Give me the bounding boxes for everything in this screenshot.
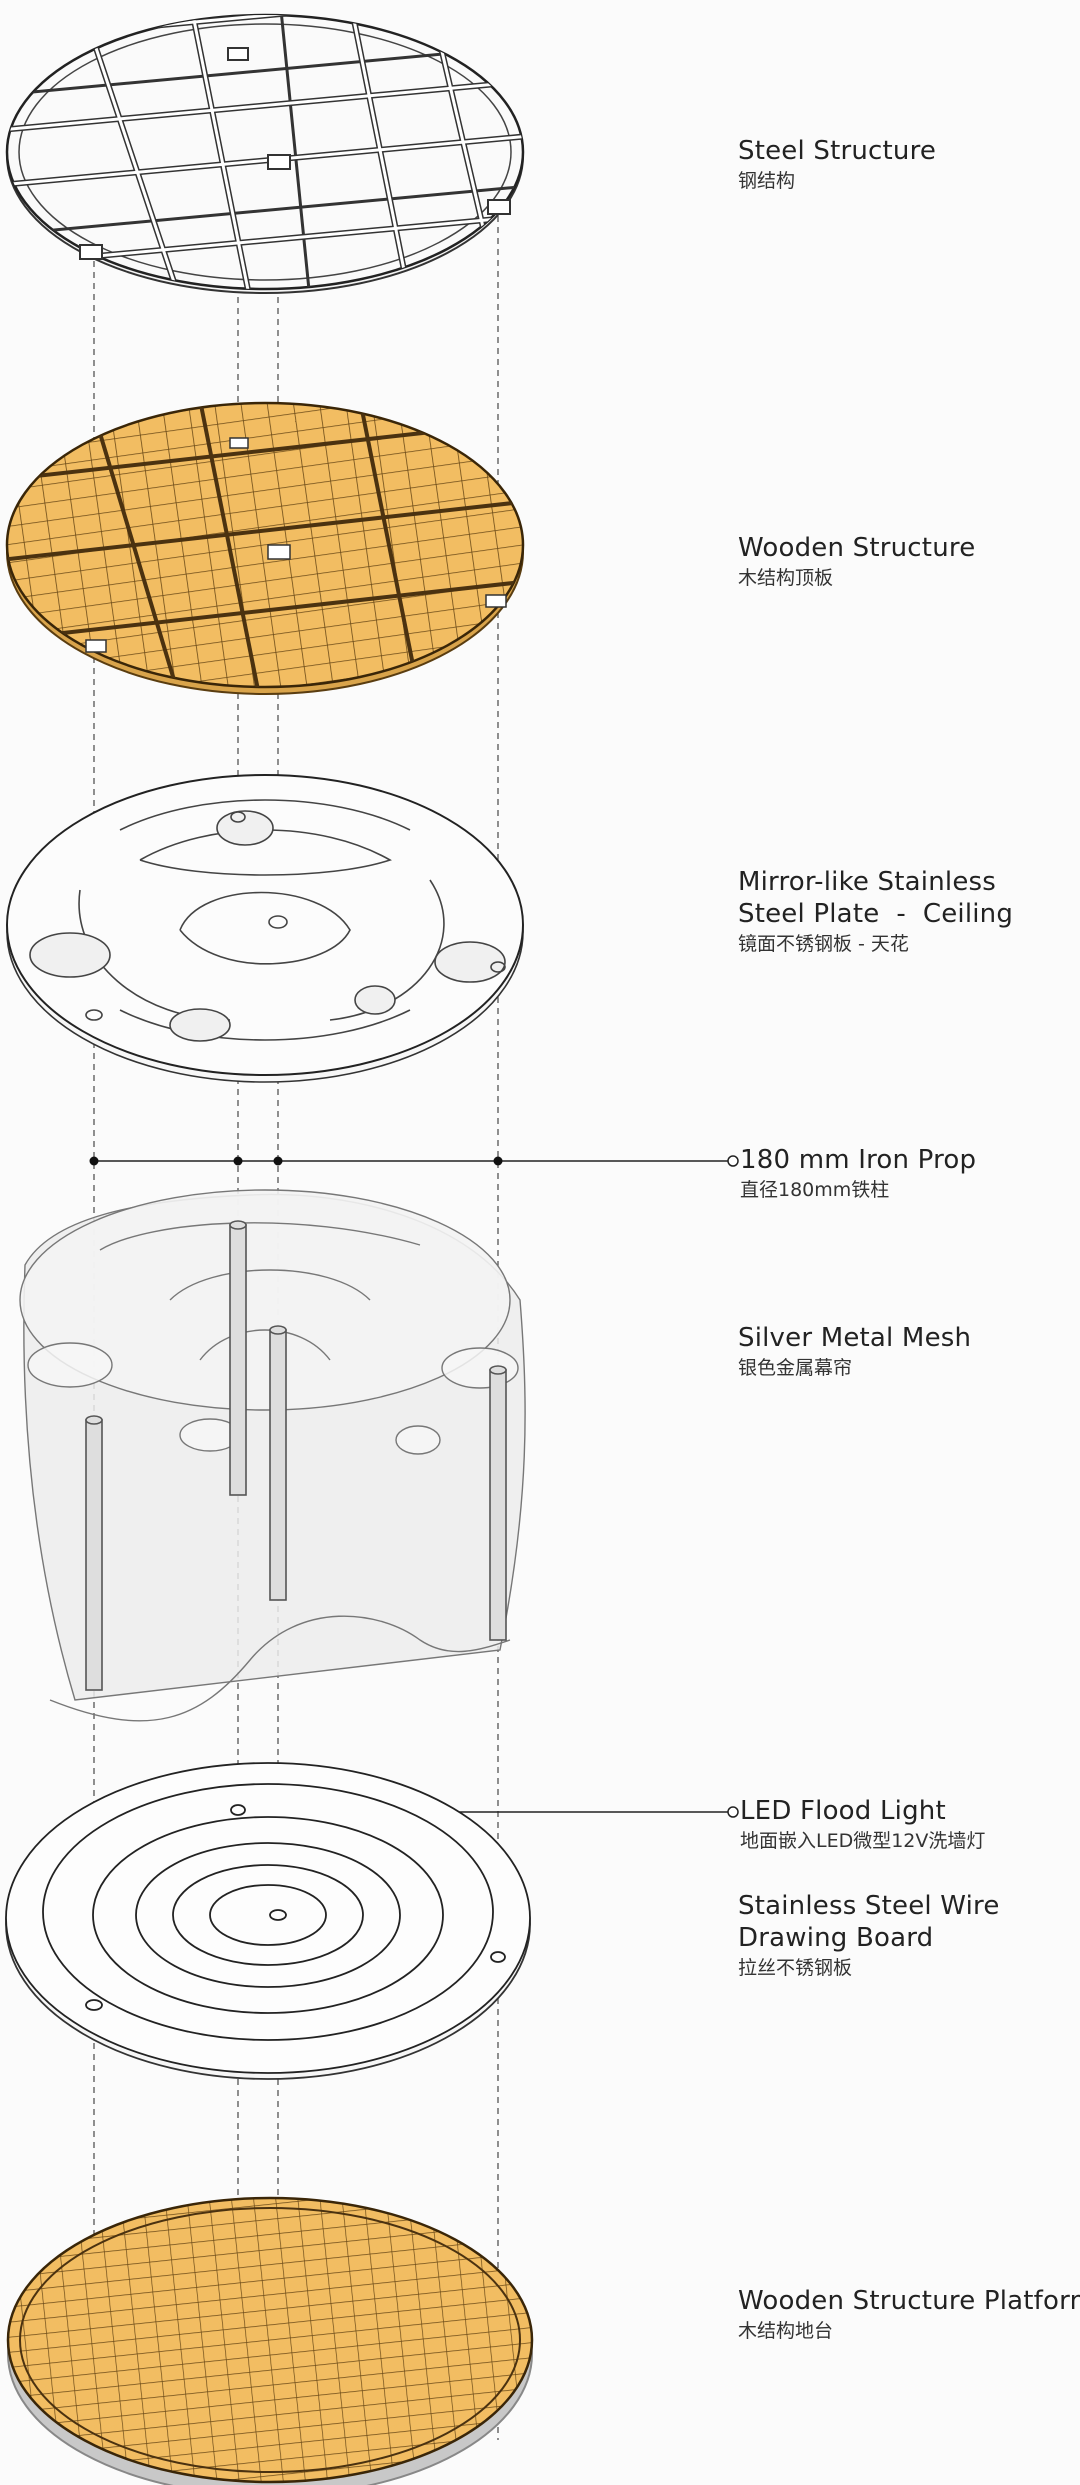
label-mirror-plate: Mirror-like Stainless Steel Plate - Ceil… [738, 866, 1013, 958]
label-en-line1: Stainless Steel Wire [738, 1891, 1000, 1921]
label-en: 180 mm Iron Prop [740, 1145, 977, 1175]
label-en: Wooden Structure [738, 533, 976, 563]
label-en-line1: Mirror-like Stainless [738, 867, 997, 897]
label-wooden-structure: Wooden Structure 木结构顶板 [738, 532, 975, 592]
iron-props [85, 1220, 507, 1691]
label-wood-platform: Wooden Structure Platform 木结构地台 [738, 2285, 1080, 2345]
mirror-steel-plate [6, 774, 524, 1083]
label-led-flood: LED Flood Light 地面嵌入LED微型12V洗墙灯 [740, 1795, 985, 1855]
label-zh: 镜面不锈钢板 - 天花 [738, 933, 909, 955]
steel-structure-disc [5, 13, 525, 294]
label-wire-board: Stainless Steel Wire Drawing Board 拉丝不锈钢… [738, 1890, 1000, 1982]
led-flood-leader [447, 1806, 739, 1818]
label-en-line2: Steel Plate - Ceiling [738, 899, 1014, 929]
label-steel-structure: Steel Structure 钢结构 [738, 135, 936, 195]
label-zh: 银色金属幕帘 [738, 1357, 853, 1379]
label-en: Silver Metal Mesh [738, 1323, 972, 1353]
wooden-platform-disc [6, 2196, 534, 2485]
iron-prop-leader [89, 1155, 739, 1167]
label-en: Wooden Structure Platform [738, 2286, 1080, 2316]
wooden-structure-disc [5, 401, 525, 695]
label-zh: 钢结构 [738, 170, 796, 192]
wire-drawing-board [5, 1762, 531, 2080]
label-en: Steel Structure [738, 136, 937, 166]
label-en: LED Flood Light [740, 1796, 946, 1826]
label-iron-prop: 180 mm Iron Prop 直径180mm铁柱 [740, 1144, 976, 1204]
label-metal-mesh: Silver Metal Mesh 银色金属幕帘 [738, 1322, 971, 1382]
label-zh: 木结构顶板 [738, 567, 834, 589]
label-zh: 直径180mm铁柱 [740, 1179, 890, 1201]
silver-metal-mesh [19, 1189, 526, 1722]
label-zh: 地面嵌入LED微型12V洗墙灯 [740, 1830, 986, 1852]
label-en-line2: Drawing Board [738, 1923, 934, 1953]
label-zh: 木结构地台 [738, 2320, 834, 2342]
label-zh: 拉丝不锈钢板 [738, 1957, 853, 1979]
